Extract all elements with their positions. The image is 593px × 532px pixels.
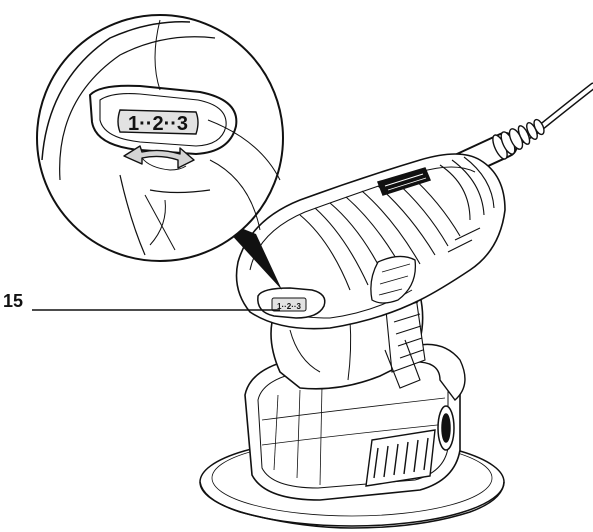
magnified-inset: 1··2··3 bbox=[36, 14, 284, 262]
speed-dial-markings: 1··2··3 bbox=[128, 113, 188, 135]
vent-grille bbox=[365, 429, 436, 487]
speed-dial-markings-small: 1··2··3 bbox=[277, 302, 302, 311]
callout-number: 15 bbox=[3, 291, 23, 311]
speed-dial-wheel-magnified: 1··2··3 bbox=[117, 109, 199, 135]
dust-port bbox=[437, 405, 455, 451]
callout-15: 15 bbox=[3, 291, 280, 311]
side-grip-strip bbox=[370, 255, 417, 304]
cable-strain-relief bbox=[492, 118, 545, 160]
speed-dial-wheel: 1··2··3 bbox=[271, 297, 307, 312]
power-switch bbox=[377, 167, 432, 196]
rear-handle-ribs bbox=[439, 156, 495, 253]
rotate-double-arrow-icon bbox=[123, 145, 195, 171]
